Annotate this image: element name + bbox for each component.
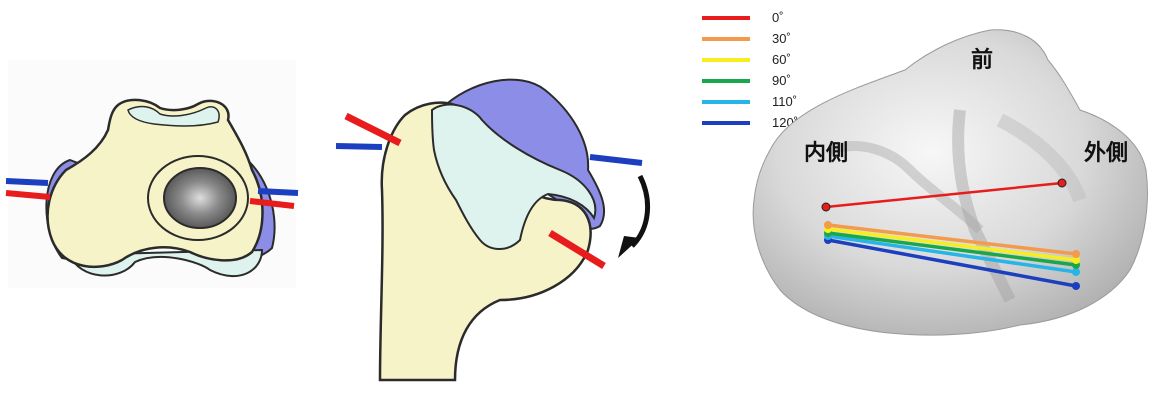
legend: 0˚30˚60˚90˚110˚120˚: [702, 10, 798, 130]
angle-line-0-endpoint-1: [1058, 179, 1066, 187]
axial-red-line-left: [6, 193, 50, 197]
articular-surface: [753, 30, 1147, 335]
angle-line-4-endpoint-1: [1072, 268, 1080, 276]
panel-3d-surface: 前 内側 外側: [753, 30, 1147, 335]
panel-sagittal-femur: [336, 80, 648, 380]
legend-label-4: 110˚: [772, 94, 797, 109]
angle-line-1-endpoint-1: [1072, 250, 1080, 258]
medial-label: 内側: [804, 141, 848, 166]
anterior-label: 前: [971, 47, 993, 73]
axial-blue-line-right: [258, 191, 298, 193]
legend-label-1: 30˚: [772, 31, 791, 46]
legend-label-0: 0˚: [772, 10, 784, 25]
sagittal-red-line-top: [346, 116, 400, 143]
legend-label-2: 60˚: [772, 52, 791, 67]
angle-line-0-endpoint-0: [822, 203, 830, 211]
angle-line-5-endpoint-1: [1072, 282, 1080, 290]
lateral-label: 外側: [1084, 140, 1128, 166]
axial-intercondylar-notch: [164, 168, 236, 228]
axial-blue-line-left: [6, 181, 48, 183]
sagittal-blue-line-top: [336, 146, 382, 147]
legend-label-3: 90˚: [772, 73, 791, 88]
sagittal-blue-line-back: [590, 157, 642, 163]
angle-line-1-endpoint-0: [824, 221, 832, 229]
flexion-arrowhead: [618, 236, 640, 258]
panel-axial-femur: [6, 60, 298, 288]
flexion-arrow: [632, 176, 648, 246]
